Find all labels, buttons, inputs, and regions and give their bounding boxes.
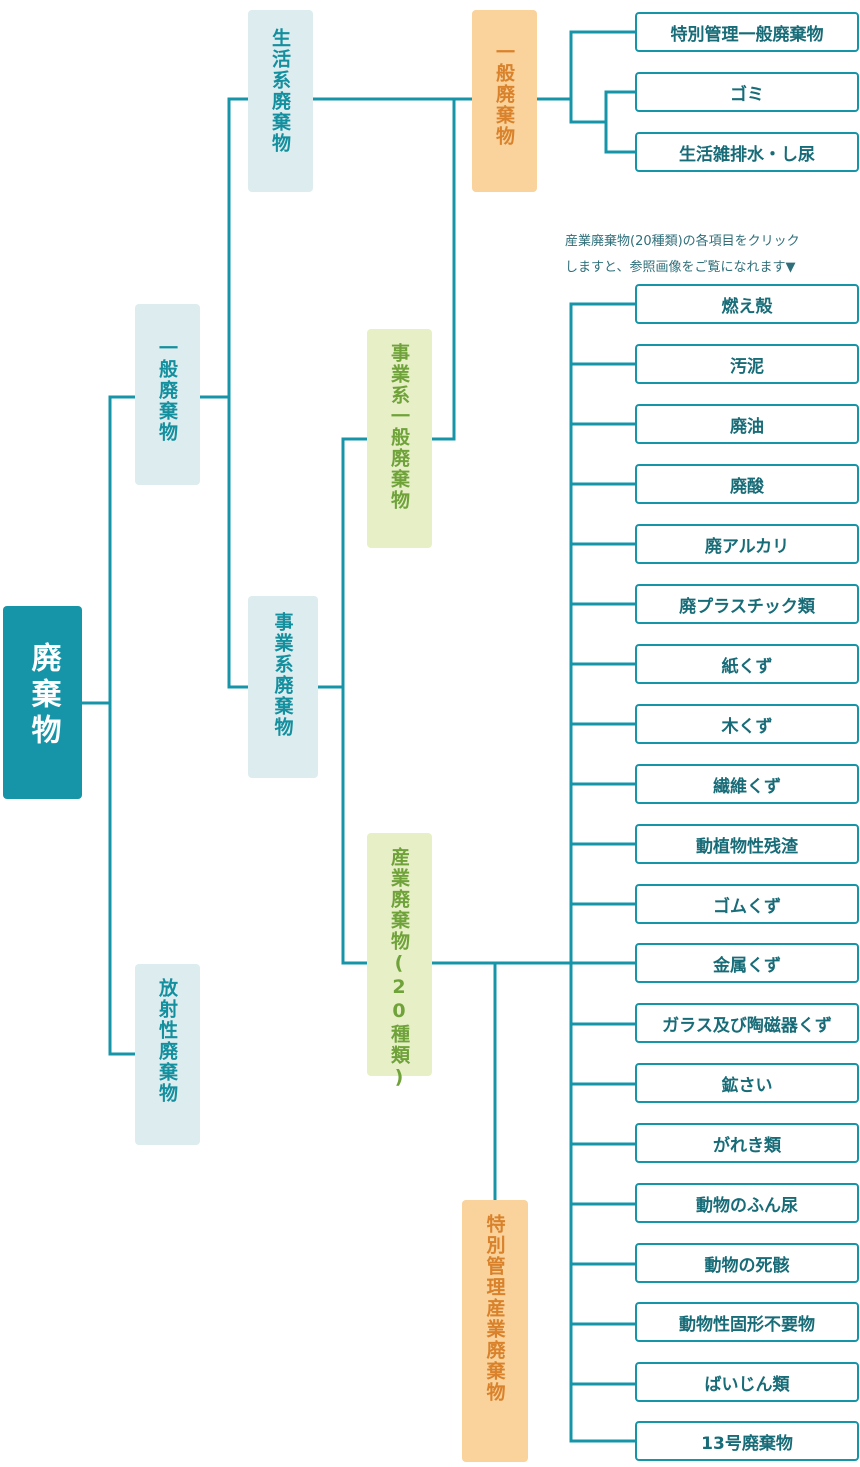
node-radioactive-waste: 放射性廃棄物	[135, 964, 200, 1145]
general-item-special-control[interactable]: 特別管理一般廃棄物	[635, 12, 859, 52]
node-household-waste: 生活系廃棄物	[248, 10, 313, 192]
industrial-item[interactable]: 廃酸	[635, 464, 859, 504]
node-label: 特別管理産業廃棄物	[483, 1214, 506, 1403]
industrial-item[interactable]: 動物性固形不要物	[635, 1302, 859, 1342]
industrial-item[interactable]: ばいじん類	[635, 1362, 859, 1402]
industrial-item[interactable]: 13号廃棄物	[635, 1421, 859, 1461]
node-label: 事業系廃棄物	[271, 612, 294, 738]
industrial-item[interactable]: 動物のふん尿	[635, 1183, 859, 1223]
industrial-item[interactable]: 繊維くず	[635, 764, 859, 804]
instruction-note: 産業廃棄物(20種類)の各項目をクリック しますと、参照画像をご覧になれます▼	[565, 229, 860, 281]
node-industrial-waste: 産業廃棄物(20種類)	[367, 833, 432, 1090]
industrial-item[interactable]: 動植物性残渣	[635, 824, 859, 864]
node-label: 一般廃棄物	[156, 338, 178, 443]
note-line-1: 産業廃棄物(20種類)の各項目をクリック	[565, 234, 800, 249]
node-label: 生活系廃棄物	[269, 28, 291, 154]
node-business-general-waste: 事業系一般廃棄物	[367, 329, 432, 548]
industrial-item[interactable]: 廃アルカリ	[635, 524, 859, 564]
industrial-item[interactable]: ゴムくず	[635, 884, 859, 924]
industrial-item[interactable]: 廃油	[635, 404, 859, 444]
industrial-item[interactable]: 紙くず	[635, 644, 859, 684]
industrial-item[interactable]: 鉱さい	[635, 1063, 859, 1103]
industrial-item[interactable]: 燃え殻	[635, 284, 859, 324]
industrial-item[interactable]: 汚泥	[635, 344, 859, 384]
node-special-industrial-waste: 特別管理産業廃棄物	[462, 1200, 528, 1462]
industrial-item[interactable]: ガラス及び陶磁器くず	[635, 1003, 859, 1043]
industrial-item[interactable]: 木くず	[635, 704, 859, 744]
root-node: 廃棄物	[3, 606, 82, 799]
industrial-item[interactable]: がれき類	[635, 1123, 859, 1163]
general-item-garbage[interactable]: ゴミ	[635, 72, 859, 112]
node-label: 一般廃棄物	[493, 42, 515, 147]
note-line-2: しますと、参照画像をご覧になれます▼	[565, 260, 796, 275]
node-general-waste-sub: 一般廃棄物	[472, 10, 537, 192]
general-item-wastewater[interactable]: 生活雑排水・し尿	[635, 132, 859, 172]
industrial-item[interactable]: 金属くず	[635, 943, 859, 983]
node-label: 放射性廃棄物	[156, 978, 178, 1104]
root-label: 廃棄物	[25, 642, 61, 750]
node-general-waste: 一般廃棄物	[135, 304, 200, 485]
industrial-item[interactable]: 廃プラスチック類	[635, 584, 859, 624]
node-label: 事業系一般廃棄物	[388, 343, 410, 511]
node-label: 産業廃棄物(20種類)	[388, 847, 410, 1090]
node-business-waste: 事業系廃棄物	[248, 596, 318, 778]
industrial-item[interactable]: 動物の死骸	[635, 1243, 859, 1283]
